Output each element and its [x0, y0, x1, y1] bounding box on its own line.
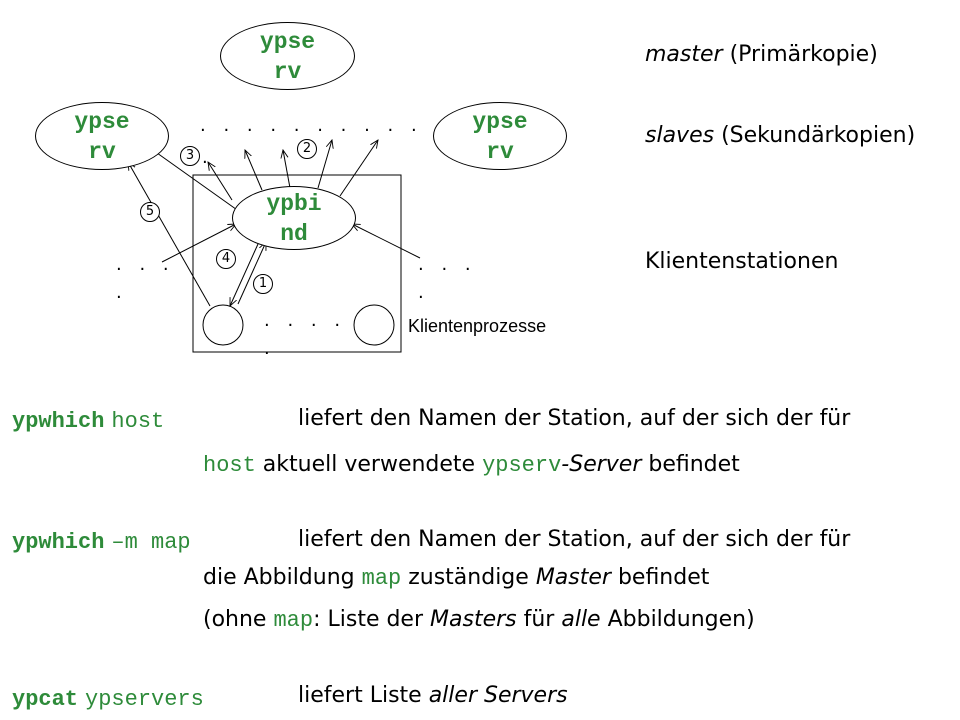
legend-slaves-desc: (Sekundärkopien): [714, 123, 916, 148]
client-station-box: [192, 174, 402, 353]
step-number-1: 1: [253, 274, 273, 294]
cmd1-line2-a: aktuell verwendete: [255, 452, 483, 477]
cmd2-command: ypwhich –m map: [12, 529, 191, 555]
arrow-ypbind-up-4: [317, 140, 332, 189]
legend-clients: Klientenstationen: [645, 249, 839, 274]
arrow-ypbind-up-3: [283, 150, 291, 189]
arrow-ypbind-up-1: [208, 162, 233, 201]
legend-master: master (Primärkopie): [645, 42, 878, 67]
legend-master-term: master: [645, 42, 723, 67]
cmd2-map-code-2: map: [273, 608, 314, 633]
step-number-5: 5: [140, 202, 160, 222]
cmd2-description-line2: die Abbildung map zuständige Master befi…: [203, 565, 709, 591]
dots-right-2: .: [418, 282, 430, 303]
cmd1-command: ypwhich host: [12, 408, 164, 434]
cmd2-l2c: befindet: [610, 565, 710, 590]
cmd3-description: liefert Liste aller Servers: [298, 683, 568, 708]
master-server-node: ypse rv: [220, 22, 355, 90]
dots-left-2: .: [116, 282, 128, 303]
cmd2-map-code: map: [361, 566, 402, 591]
legend-master-desc: (Primärkopie): [722, 42, 878, 67]
legend-slaves-term: slaves: [645, 123, 715, 148]
cmd1-line2-b: befindet: [641, 452, 740, 477]
cmd1-name: ypwhich: [12, 409, 105, 434]
cmd2-l3c: für: [516, 607, 562, 632]
cmd2-masters-term: Masters: [430, 607, 517, 632]
step-number-3: 3: [180, 146, 200, 166]
arrow-ypbind-to-client: [230, 243, 259, 306]
dots-right-1: . . .: [418, 254, 477, 275]
dots-top-servers: . . . . . . . . . .: [200, 115, 423, 136]
cmd1-server-term: -Server: [561, 452, 642, 477]
slave-left-line1: ypse: [74, 109, 130, 135]
arrow-client-to-ypbind: [237, 242, 266, 305]
slave-left-line2: rv: [88, 139, 116, 165]
cmd3-arg: ypservers: [85, 687, 204, 712]
arrow-left-station-to-ypbind: [161, 224, 236, 263]
cmd3-name: ypcat: [12, 687, 79, 712]
cmd3-desc-em: aller Servers: [428, 683, 568, 708]
cmd2-master-term: Master: [535, 565, 611, 590]
cmd2-l3d: Abbildungen): [600, 607, 755, 632]
ypbind-node: ypbi nd: [232, 186, 356, 250]
cmd2-description: liefert den Namen der Station, auf der s…: [298, 527, 851, 552]
cmd2-l2a: die Abbildung: [203, 565, 362, 590]
cmd1-description-line2: host aktuell verwendete ypserv-Server be…: [203, 452, 740, 478]
client-processes-label: Klientenprozesse: [408, 316, 547, 336]
master-server-line2: rv: [273, 59, 302, 85]
dots-step3: .: [202, 147, 214, 168]
cmd2-name: ypwhich: [12, 530, 105, 555]
cmd3-desc-a: liefert Liste: [298, 683, 429, 708]
step-number-4: 4: [216, 249, 236, 269]
dots-left-1: . . .: [116, 254, 175, 275]
cmd1-ypserv-code: ypserv: [482, 453, 562, 478]
ypbind-line2: nd: [280, 221, 308, 247]
arrow-client-to-left-server: [128, 162, 211, 307]
slave-server-right-node: ypse rv: [433, 102, 567, 170]
dots-bottom-2: .: [264, 338, 276, 359]
cmd2-description-line3: (ohne map: Liste der Masters für alle Ab…: [203, 607, 755, 633]
arrow-ypbind-up-5: [339, 140, 378, 197]
slave-right-line2: rv: [486, 139, 514, 165]
cmd2-alle-term: alle: [561, 607, 601, 632]
cmd2-arg: –m map: [111, 530, 191, 555]
dots-bottom-1: . . . .: [264, 310, 347, 331]
cmd2-l2b: zuständige: [401, 565, 536, 590]
master-server-line1: ypse: [259, 29, 316, 55]
ypbind-line1: ypbi: [266, 191, 322, 217]
cmd2-l3b: : Liste der: [313, 607, 431, 632]
legend-slaves: slaves (Sekundärkopien): [645, 123, 915, 148]
slave-right-line1: ypse: [472, 109, 528, 135]
client-process-left: [202, 304, 244, 346]
step-number-2: 2: [297, 139, 317, 159]
slave-server-left-node: ypse rv: [35, 102, 169, 170]
cmd1-arg: host: [111, 409, 165, 434]
cmd2-l3a: (ohne: [203, 607, 274, 632]
client-process-right: [353, 304, 395, 346]
cmd1-host-code: host: [203, 453, 256, 478]
cmd3-command: ypcat ypservers: [12, 686, 204, 712]
arrow-ypbind-to-left-server: [150, 148, 241, 213]
arrow-right-station-to-ypbind: [352, 224, 421, 259]
arrow-ypbind-up-2: [245, 150, 263, 191]
cmd1-description: liefert den Namen der Station, auf der s…: [298, 406, 851, 431]
